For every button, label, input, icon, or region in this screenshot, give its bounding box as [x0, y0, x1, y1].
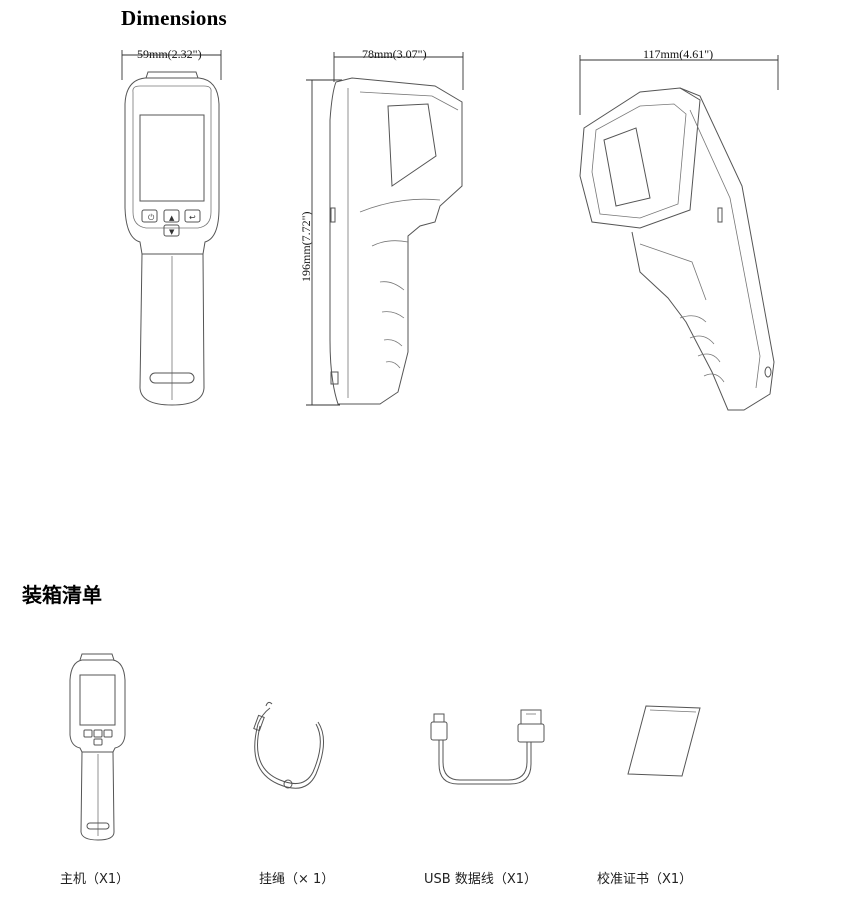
svg-text:↩: ↩	[189, 213, 196, 222]
packing-item-label: 挂绳（× 1）	[259, 872, 335, 887]
front-width-label: 59mm(2.32")	[137, 47, 202, 61]
angle-width-label: 117mm(4.61")	[643, 47, 714, 61]
packing-list-title: 装箱清单	[22, 583, 102, 607]
packing-item-label: 主机（X1）	[60, 872, 130, 887]
packing-item-label: 校准证书（X1）	[597, 872, 693, 887]
svg-text:⏻: ⏻	[148, 213, 155, 222]
side-depth-label: 78mm(3.07")	[362, 47, 427, 61]
dimensions-title: Dimensions	[121, 6, 227, 30]
svg-text:▼: ▼	[169, 228, 175, 236]
svg-text:▲: ▲	[169, 214, 175, 222]
packing-item-label: USB 数据线（X1）	[424, 872, 537, 887]
